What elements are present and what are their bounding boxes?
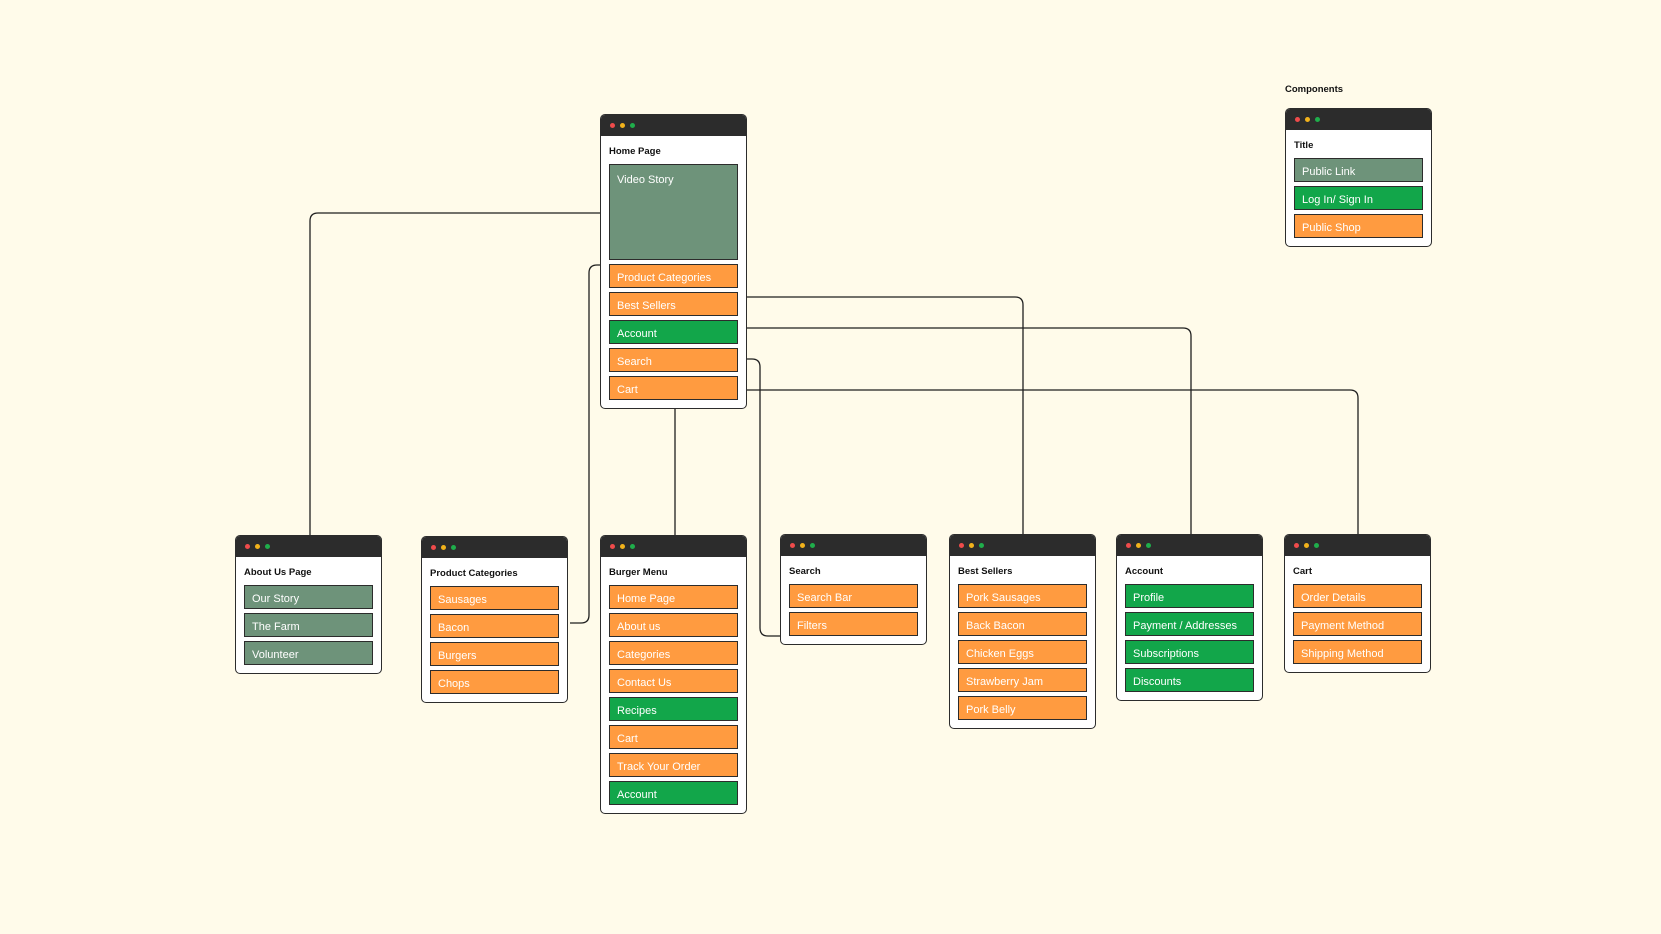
burger-track-order[interactable]: Track Your Order <box>609 753 738 777</box>
best-sellers-title: Best Sellers <box>958 566 1013 577</box>
account-profile[interactable]: Profile <box>1125 584 1254 608</box>
home-product-categories[interactable]: Product Categories <box>609 264 738 288</box>
home-page-title: Home Page <box>609 146 661 157</box>
category-chops[interactable]: Chops <box>430 670 559 694</box>
cart-order-details[interactable]: Order Details <box>1293 584 1422 608</box>
search-filters-item[interactable]: Filters <box>789 612 918 636</box>
close-dot-icon <box>610 544 615 549</box>
components-label: Components <box>1285 84 1344 95</box>
home-cart[interactable]: Cart <box>609 376 738 400</box>
search-bar-item[interactable]: Search Bar <box>789 584 918 608</box>
home-search[interactable]: Search <box>609 348 738 372</box>
minimize-dot-icon <box>620 123 625 128</box>
window-bar <box>950 535 1095 556</box>
minimize-dot-icon <box>800 543 805 548</box>
legend-card: Title Public Link Log In/ Sign In Public… <box>1285 108 1432 247</box>
window-bar <box>1286 109 1431 130</box>
legend-public-shop: Public Shop <box>1294 214 1423 238</box>
search-title: Search <box>789 566 821 577</box>
minimize-dot-icon <box>620 544 625 549</box>
about-volunteer[interactable]: Volunteer <box>244 641 373 665</box>
about-us-card: About Us Page Our Story The Farm Volunte… <box>235 535 382 674</box>
close-dot-icon <box>431 545 436 550</box>
cart-payment-method[interactable]: Payment Method <box>1293 612 1422 636</box>
home-best-sellers[interactable]: Best Sellers <box>609 292 738 316</box>
best-sellers-card: Best Sellers Pork Sausages Back Bacon Ch… <box>949 534 1096 729</box>
close-dot-icon <box>790 543 795 548</box>
close-dot-icon <box>610 123 615 128</box>
home-video-story[interactable]: Video Story <box>609 164 738 260</box>
close-dot-icon <box>1126 543 1131 548</box>
connector-video-to-about <box>309 212 609 535</box>
burger-home-page[interactable]: Home Page <box>609 585 738 609</box>
search-card: Search Search Bar Filters <box>780 534 927 645</box>
minimize-dot-icon <box>969 543 974 548</box>
legend-title: Title <box>1294 140 1314 151</box>
maximize-dot-icon <box>451 545 456 550</box>
close-dot-icon <box>1295 117 1300 122</box>
account-title: Account <box>1125 566 1163 577</box>
burger-menu-card: Burger Menu Home Page About us Categorie… <box>600 535 747 814</box>
maximize-dot-icon <box>1314 543 1319 548</box>
connector-account-to-account-page <box>741 327 1192 535</box>
bestseller-pork-belly[interactable]: Pork Belly <box>958 696 1087 720</box>
account-payment-addresses[interactable]: Payment / Addresses <box>1125 612 1254 636</box>
burger-about-us[interactable]: About us <box>609 613 738 637</box>
minimize-dot-icon <box>441 545 446 550</box>
maximize-dot-icon <box>979 543 984 548</box>
product-categories-card: Product Categories Sausages Bacon Burger… <box>421 536 568 703</box>
legend-login: Log In/ Sign In <box>1294 186 1423 210</box>
account-card: Account Profile Payment / Addresses Subs… <box>1116 534 1263 701</box>
maximize-dot-icon <box>265 544 270 549</box>
close-dot-icon <box>245 544 250 549</box>
burger-recipes[interactable]: Recipes <box>609 697 738 721</box>
maximize-dot-icon <box>630 544 635 549</box>
window-bar <box>601 115 746 136</box>
minimize-dot-icon <box>255 544 260 549</box>
window-bar <box>236 536 381 557</box>
account-subscriptions[interactable]: Subscriptions <box>1125 640 1254 664</box>
cart-card: Cart Order Details Payment Method Shippi… <box>1284 534 1431 673</box>
bestseller-pork-sausages[interactable]: Pork Sausages <box>958 584 1087 608</box>
close-dot-icon <box>959 543 964 548</box>
bestseller-chicken-eggs[interactable]: Chicken Eggs <box>958 640 1087 664</box>
minimize-dot-icon <box>1136 543 1141 548</box>
about-our-story[interactable]: Our Story <box>244 585 373 609</box>
maximize-dot-icon <box>1146 543 1151 548</box>
window-bar <box>1285 535 1430 556</box>
burger-menu-title: Burger Menu <box>609 567 668 578</box>
category-burgers[interactable]: Burgers <box>430 642 559 666</box>
bestseller-strawberry-jam[interactable]: Strawberry Jam <box>958 668 1087 692</box>
burger-categories[interactable]: Categories <box>609 641 738 665</box>
window-bar <box>422 537 567 558</box>
cart-title: Cart <box>1293 566 1313 577</box>
minimize-dot-icon <box>1304 543 1309 548</box>
about-us-title: About Us Page <box>244 567 312 578</box>
product-categories-title: Product Categories <box>430 568 518 579</box>
bestseller-back-bacon[interactable]: Back Bacon <box>958 612 1087 636</box>
window-bar <box>1117 535 1262 556</box>
home-page-card: Home Page Video Story Product Categories… <box>600 114 747 409</box>
connector-cart-to-cart-page <box>741 389 1359 535</box>
burger-cart[interactable]: Cart <box>609 725 738 749</box>
cart-shipping-method[interactable]: Shipping Method <box>1293 640 1422 664</box>
close-dot-icon <box>1294 543 1299 548</box>
burger-account[interactable]: Account <box>609 781 738 805</box>
window-bar <box>781 535 926 556</box>
category-bacon[interactable]: Bacon <box>430 614 559 638</box>
maximize-dot-icon <box>1315 117 1320 122</box>
maximize-dot-icon <box>810 543 815 548</box>
window-bar <box>601 536 746 557</box>
burger-contact-us[interactable]: Contact Us <box>609 669 738 693</box>
legend-public-link: Public Link <box>1294 158 1423 182</box>
home-account[interactable]: Account <box>609 320 738 344</box>
connector-bestsellers-to-bestsellers-page <box>741 296 1024 535</box>
maximize-dot-icon <box>630 123 635 128</box>
account-discounts[interactable]: Discounts <box>1125 668 1254 692</box>
minimize-dot-icon <box>1305 117 1310 122</box>
category-sausages[interactable]: Sausages <box>430 586 559 610</box>
about-the-farm[interactable]: The Farm <box>244 613 373 637</box>
